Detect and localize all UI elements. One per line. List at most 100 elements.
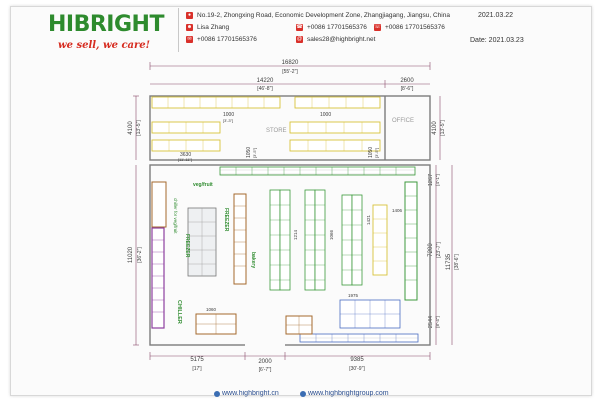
wechat-icon: ✉ xyxy=(186,36,193,43)
location-icon: ● xyxy=(186,12,193,19)
contact-row: ☻ Lisa Zhang xyxy=(186,24,229,31)
freezer-dividers xyxy=(188,208,216,276)
logo-brand: HIBRIGHT xyxy=(48,12,164,37)
dim-bottom-left: 5175 xyxy=(190,357,204,363)
phone-row-2: ☏ +0086 17701565376 xyxy=(374,24,445,31)
lower-right-shelving-dividers xyxy=(340,300,400,328)
label-store: STORE xyxy=(266,128,287,134)
contact-name: Lisa Zhang xyxy=(197,24,230,31)
wall-shelving-top-dividers xyxy=(235,167,397,175)
dim-left-depth-ft: [13'-5"] xyxy=(136,120,142,136)
person-icon: ☻ xyxy=(186,24,193,31)
email-row: @ sales28@highbright.net xyxy=(296,36,375,43)
footer: www.highbright.cn www.highbrightgroup.co… xyxy=(0,388,600,400)
email-icon: @ xyxy=(296,36,303,43)
dim-bottom-left-ft: [17'] xyxy=(192,366,202,372)
dim-right-height: 11735 xyxy=(446,253,452,270)
dim-bottom-right: 9385 xyxy=(350,357,364,363)
dim-bottom-mid: 2000 xyxy=(258,359,272,365)
right-rack-yellow-dividers xyxy=(373,218,387,262)
dim-mid-3: 1421 xyxy=(366,214,371,225)
dim-mid-5: 1975 xyxy=(348,293,359,298)
dim-right-top: 1267 xyxy=(428,174,434,186)
dim-left-depth: 4100 xyxy=(128,121,134,135)
dim-total-width: 16820 xyxy=(282,60,299,66)
dim-aisle-2: 1050 xyxy=(368,147,374,158)
wall-shelving-top xyxy=(219,166,416,176)
phone-row-1: ☎ +0086 17701565376 xyxy=(296,24,367,31)
date-top: 2021.03.22 xyxy=(478,12,514,19)
globe-icon xyxy=(214,390,220,397)
footer-site-2[interactable]: www.highbrightgroup.com xyxy=(300,390,389,397)
store-shelving-dividers xyxy=(167,97,364,151)
label-chiller-side: chiller for veg/fruit xyxy=(173,198,178,234)
right-rack-yellow xyxy=(372,204,388,276)
bottom-dimensions xyxy=(149,352,431,360)
address-row: ● No.19-2, Zhongxing Road, Economic Deve… xyxy=(186,12,450,19)
email-text: sales28@highbright.net xyxy=(307,36,376,43)
dim-left-height: 11020 xyxy=(128,246,134,263)
label-office: OFFICE xyxy=(392,118,414,124)
header-divider xyxy=(178,8,179,52)
building-walls xyxy=(149,95,431,346)
phone-text-3: +0086 17701565376 xyxy=(197,36,257,43)
bakery-dividers xyxy=(234,205,246,267)
dim-mid-4: 1406 xyxy=(392,208,403,213)
label-vegfruit: veg/fruit xyxy=(193,182,213,188)
phone-icon: ☎ xyxy=(296,24,303,31)
date-label: Date: 2021.03.23 xyxy=(470,37,524,44)
left-dimensions xyxy=(133,95,139,346)
bakery-rack xyxy=(233,193,247,285)
right-dimensions xyxy=(435,96,453,345)
dim-store-inner-2: 1000 xyxy=(320,112,331,118)
dim-bottom-right-ft: [30'-9"] xyxy=(349,366,365,372)
top-dimensions xyxy=(149,62,431,88)
dim-right-mid: 7200 xyxy=(428,243,434,257)
dim-right-top-ft: [4'-1"] xyxy=(435,174,440,185)
footer-site-1[interactable]: www.highbright.cn xyxy=(214,390,279,397)
phone-row-3: ✉ +0086 17701565376 xyxy=(186,36,257,43)
phone-text-1: +0086 17701565376 xyxy=(307,24,367,31)
dim-store-width: 14220 xyxy=(257,78,274,84)
dim-bottom-mid-ft: [6'-7"] xyxy=(259,367,272,373)
dim-total-width-ft: [55'-2"] xyxy=(282,69,298,75)
dim-aisle-ft: [3'-5"] xyxy=(252,148,257,158)
dim-mid-6: 1060 xyxy=(206,307,217,312)
dim-aisle: 1050 xyxy=(246,147,252,158)
address-text: No.19-2, Zhongxing Road, Economic Develo… xyxy=(197,12,450,19)
whatsapp-icon: ☏ xyxy=(374,24,381,31)
label-freezer-2: FREEZER xyxy=(223,208,229,232)
gondola-dividers xyxy=(270,204,362,281)
chiller-vegfruit-unit xyxy=(151,181,167,228)
dim-right-bottom-ft: [8'-4"] xyxy=(435,316,440,327)
dim-right-depth: 4100 xyxy=(432,121,438,135)
chiller-wall-unit xyxy=(151,227,165,329)
dim-office-width: 2600 xyxy=(400,78,414,84)
footer-site-1-text[interactable]: www.highbright.cn xyxy=(222,390,279,397)
footer-site-2-text[interactable]: www.highbrightgroup.com xyxy=(308,390,389,397)
dim-aisle-2-ft: [3'-5"] xyxy=(374,148,379,158)
dim-mid-2: 1066 xyxy=(329,229,334,240)
dim-wall-seg-ft: [11'-11"] xyxy=(178,157,192,162)
dim-right-depth-ft: [13'-5"] xyxy=(440,120,446,136)
dim-office-width-ft: [8'-6"] xyxy=(401,86,414,92)
label-bakery: bakery xyxy=(250,252,256,268)
dim-wall-seg: 3630 xyxy=(180,152,191,158)
label-chiller: CHILLER xyxy=(176,300,182,324)
right-wall-shelving-dividers xyxy=(405,195,417,281)
phone-text-2: +0086 17701565376 xyxy=(385,24,445,31)
chiller-dividers xyxy=(152,239,164,313)
dim-store-width-ft: [46'-8"] xyxy=(257,86,273,92)
logo-tagline: we sell, we care! xyxy=(58,40,151,51)
dim-right-bottom: 2544 xyxy=(428,316,434,328)
dim-mid-1: 1214 xyxy=(293,229,298,240)
globe-icon xyxy=(300,390,306,397)
dim-right-mid-ft: [23'-7"] xyxy=(436,242,442,258)
right-wall-shelving xyxy=(404,181,418,301)
bottom-wall-shelving xyxy=(299,333,419,343)
bottom-wall-shelving-dividers xyxy=(315,334,397,342)
dim-store-inner: 1000 xyxy=(223,112,234,118)
label-freezer: FREEZER xyxy=(184,234,190,258)
dim-store-inner-ft: [3'-3"] xyxy=(223,118,233,123)
